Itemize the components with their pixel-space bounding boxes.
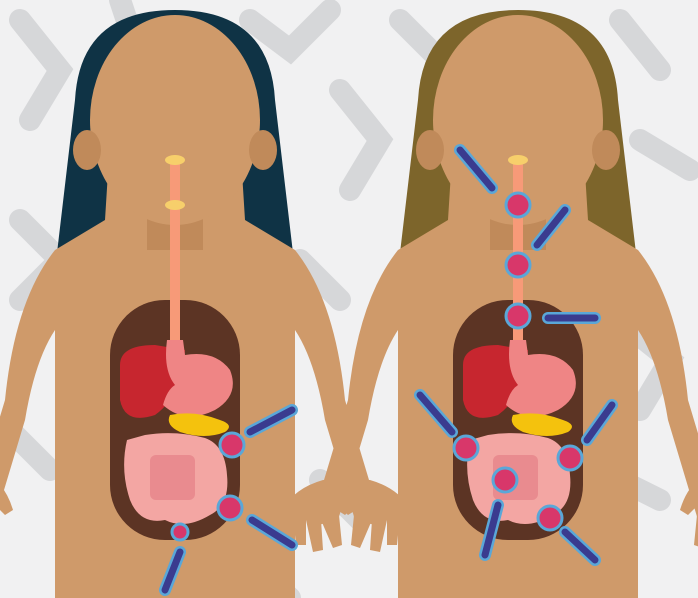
inflammation-star	[558, 446, 582, 470]
inflammation-star	[538, 506, 562, 530]
inflammation-star	[506, 304, 530, 328]
inflammation-star	[218, 496, 242, 520]
inflammation-star	[506, 253, 530, 277]
inflammation-star	[454, 436, 478, 460]
inflammation-star	[220, 433, 244, 457]
inflammation-star	[493, 468, 517, 492]
inflammation-star	[172, 524, 188, 540]
inflammation-star	[506, 193, 530, 217]
